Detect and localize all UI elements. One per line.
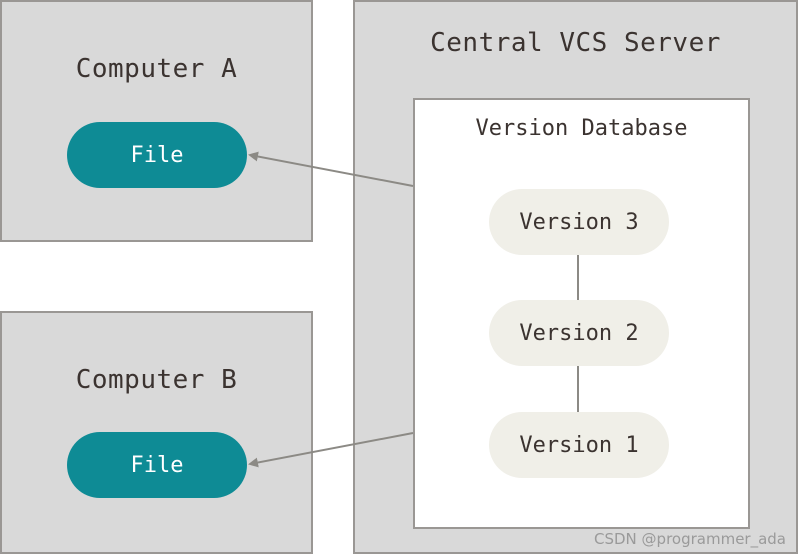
computer-a-title: Computer A: [75, 54, 238, 84]
computer-a-file: File: [67, 122, 247, 188]
version-2-node: Version 2: [489, 300, 669, 366]
computer-b-file: File: [67, 432, 247, 498]
version-3-node: Version 3: [489, 189, 669, 255]
version-database-title: Version Database: [475, 116, 688, 141]
computer-b-title: Computer B: [75, 365, 238, 395]
central-server-title: Central VCS Server: [430, 28, 721, 58]
computer-a-panel: [0, 0, 313, 242]
version-1-node: Version 1: [489, 412, 669, 478]
watermark: CSDN @programmer_ada: [594, 530, 786, 548]
